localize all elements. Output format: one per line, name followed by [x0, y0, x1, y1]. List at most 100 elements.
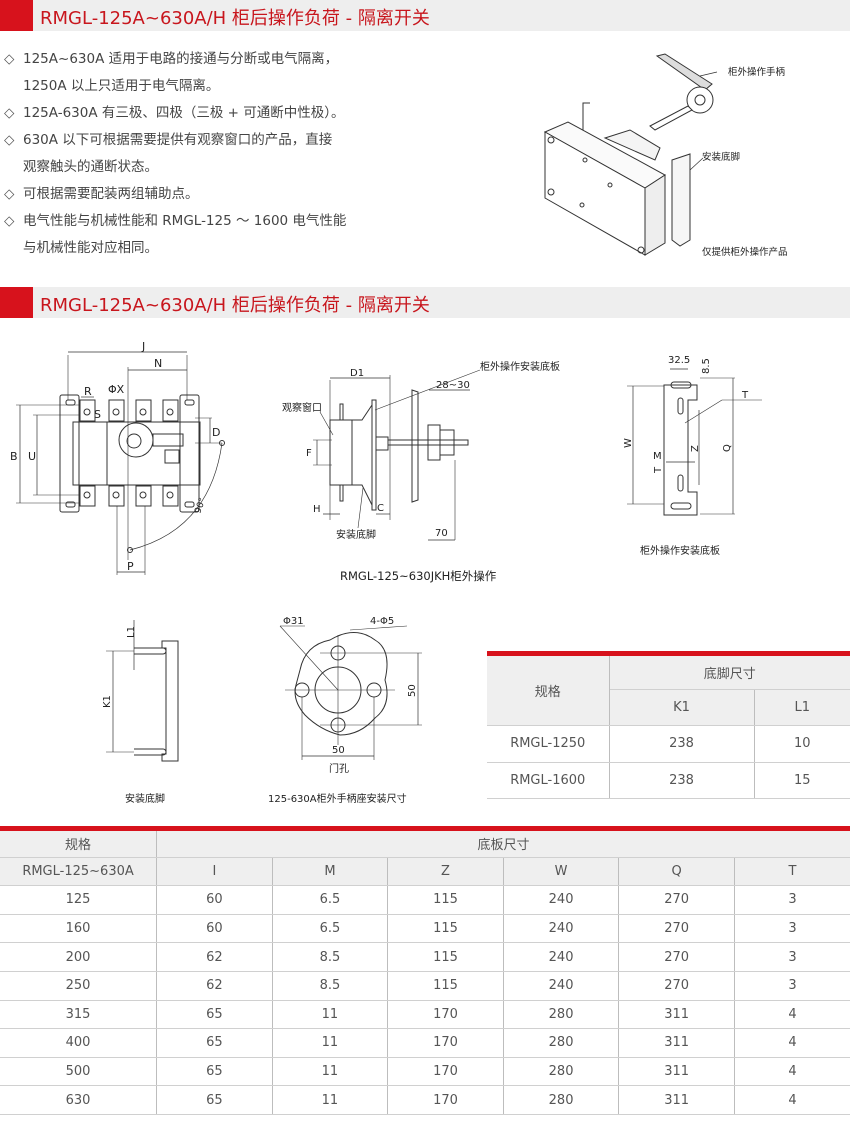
cell: 630: [0, 1085, 158, 1115]
dim-L1: L1: [126, 626, 137, 638]
cell: 238: [609, 725, 755, 763]
dim-phi31: Φ31: [283, 616, 304, 627]
diamond-bullet-icon: ◇: [4, 186, 15, 202]
header-W: W: [503, 857, 620, 887]
feature-item: ◇125A~630A 适用于电路的接通与分断或电气隔离，: [4, 46, 346, 73]
cell: 115: [387, 971, 504, 1001]
feature-text: 125A~630A 适用于电路的接通与分断或电气隔离，: [23, 51, 339, 67]
dim-Q: Q: [722, 444, 733, 452]
dim-50-vertical: 50: [407, 684, 418, 697]
cell: 4: [734, 1085, 850, 1115]
label-foot: 安装底脚: [336, 528, 376, 541]
header-M: M: [272, 857, 389, 887]
header-group: 底脚尺寸: [609, 653, 850, 690]
side-view-caption: RMGL-125~630JKH柜外操作: [340, 569, 497, 583]
diamond-bullet-icon: ◇: [4, 213, 15, 229]
header-spec: 规格: [487, 653, 610, 726]
dim-R: R: [84, 385, 92, 398]
dim-B: B: [10, 450, 18, 463]
cell: 6.5: [272, 885, 389, 915]
label-handle: 柜外操作手柄: [728, 66, 785, 78]
cell: 270: [618, 942, 735, 972]
label-window: 观察窗口: [282, 401, 322, 414]
cell: 500: [0, 1057, 158, 1087]
foot-drawing: [106, 620, 179, 762]
cell: 160: [0, 914, 158, 944]
cell: 60: [156, 914, 273, 944]
dim-W: W: [623, 438, 634, 448]
cell: 238: [609, 762, 755, 799]
cell: 270: [618, 885, 735, 915]
cell: 4: [734, 1000, 850, 1030]
header-Q: Q: [618, 857, 735, 887]
dim-8-5: 8.5: [701, 358, 712, 374]
front-view-drawing: [16, 351, 225, 575]
feature-list: ◇125A~630A 适用于电路的接通与分断或电气隔离， 1250A 以上只适用…: [4, 46, 346, 262]
cell: 240: [503, 885, 620, 915]
cell: 311: [618, 1028, 735, 1058]
cell: 65: [156, 1000, 273, 1030]
cell: 3: [734, 914, 850, 944]
header-Z: Z: [387, 857, 504, 887]
label-note: 仅提供柜外操作产品: [702, 246, 788, 258]
cell: 200: [0, 942, 158, 972]
dim-70: 70: [435, 528, 448, 539]
section-title: RMGL-125A~630A/H 柜后操作负荷 - 隔离开关: [40, 8, 430, 29]
cell: 311: [618, 1000, 735, 1030]
cell: 250: [0, 971, 158, 1001]
cell: 3: [734, 942, 850, 972]
feature-item: ◇可根据需要配装两组辅助点。: [4, 181, 346, 208]
side-view-drawing: [313, 369, 481, 541]
cell: RMGL-1600: [487, 762, 610, 799]
header-model: RMGL-125~630A: [0, 857, 158, 887]
cell: 115: [387, 914, 504, 944]
dim-U: U: [28, 450, 36, 463]
section-header-2: RMGL-125A~630A/H 柜后操作负荷 - 隔离开关: [0, 287, 850, 318]
cell: 15: [754, 762, 850, 799]
dim-32-5: 32.5: [668, 355, 690, 366]
diamond-bullet-icon: ◇: [4, 132, 15, 148]
foot-caption: 安装底脚: [125, 792, 165, 805]
feature-text: 观察触头的通断状态。: [23, 159, 158, 175]
feature-item: ◇125A-630A 有三极、四极（三极 + 可通断中性极）。: [4, 100, 346, 127]
dim-F: F: [306, 448, 312, 459]
cell: 240: [503, 914, 620, 944]
feature-item: ◇电气性能与机械性能和 RMGL-125 ～ 1600 电气性能: [4, 208, 346, 235]
cell: 60: [156, 885, 273, 915]
cell: 8.5: [272, 942, 389, 972]
dim-S: S: [94, 408, 101, 421]
cell: 4: [734, 1028, 850, 1058]
dim-angle: 90°: [193, 497, 208, 515]
cell: 4: [734, 1057, 850, 1087]
diamond-bullet-icon: ◇: [4, 105, 15, 121]
header-group: 底板尺寸: [156, 828, 850, 858]
feature-text: 1250A 以上只适用于电气隔离。: [23, 78, 220, 94]
cell: 3: [734, 971, 850, 1001]
dim-gap: 28~30: [436, 380, 470, 391]
dim-N: N: [154, 357, 162, 370]
dim-C: C: [377, 503, 384, 514]
dim-J: J: [141, 340, 145, 353]
cell: 115: [387, 885, 504, 915]
product-illustration: [543, 53, 714, 256]
cell: 11: [272, 1057, 389, 1087]
mount-plate-drawing: [627, 368, 762, 516]
cell: 10: [754, 725, 850, 763]
cell: 170: [387, 1028, 504, 1058]
label-mount-plate: 柜外操作安装底板: [480, 360, 560, 373]
cell: 170: [387, 1085, 504, 1115]
cell: 280: [503, 1057, 620, 1087]
cell: 280: [503, 1028, 620, 1058]
header-K1: K1: [609, 689, 755, 726]
cell: 240: [503, 971, 620, 1001]
cell: 280: [503, 1000, 620, 1030]
cell: 280: [503, 1085, 620, 1115]
